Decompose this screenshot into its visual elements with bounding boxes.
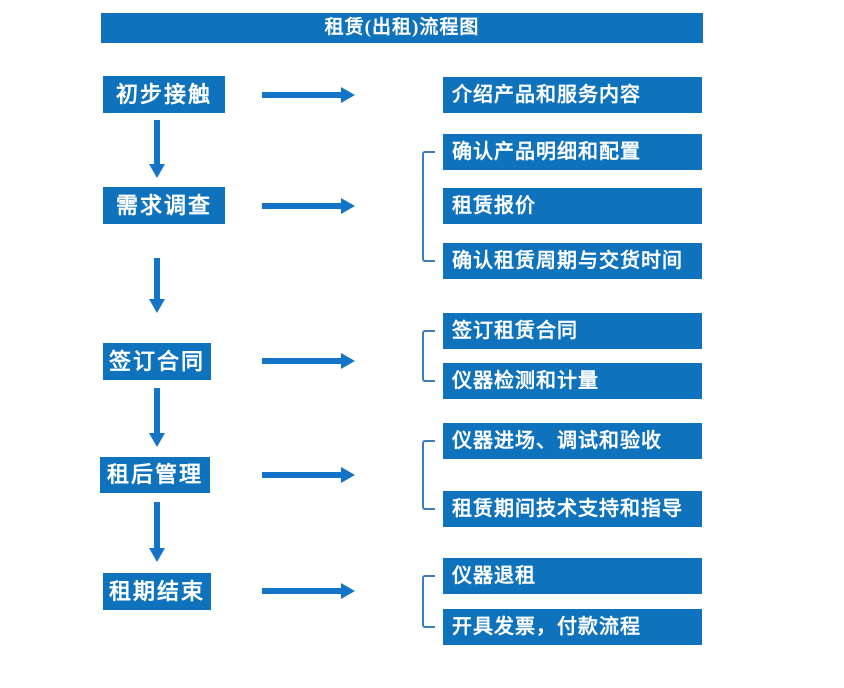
arrow-head	[341, 198, 355, 214]
arrow-shaft	[262, 92, 342, 98]
arrow-right-1	[262, 87, 356, 103]
arrow-shaft	[262, 203, 342, 209]
arrow-head	[149, 164, 165, 178]
arrow-head	[341, 353, 355, 369]
bracket-group-5	[422, 575, 435, 628]
arrow-down-2	[149, 258, 165, 313]
step-4-post-rental-management: 租后管理	[100, 457, 210, 493]
arrow-right-3	[262, 353, 356, 369]
arrow-shaft	[262, 588, 342, 594]
arrow-down-4	[149, 502, 165, 562]
detail-box: 开具发票，付款流程	[443, 609, 702, 645]
detail-box: 租赁期间技术支持和指导	[443, 491, 702, 527]
arrow-head	[149, 299, 165, 313]
arrow-head	[341, 583, 355, 599]
flowchart-title: 租赁(出租)流程图	[101, 13, 703, 43]
arrow-shaft	[154, 502, 160, 549]
arrow-shaft	[154, 120, 160, 165]
detail-box: 仪器检测和计量	[443, 363, 702, 399]
detail-box: 仪器退租	[443, 558, 702, 594]
arrow-down-1	[149, 120, 165, 178]
step-3-sign-contract: 签订合同	[103, 343, 211, 380]
bracket-group-4	[422, 440, 435, 510]
arrow-right-2	[262, 198, 356, 214]
arrow-head	[149, 433, 165, 447]
arrow-shaft	[262, 358, 342, 364]
arrow-head	[341, 87, 355, 103]
detail-box: 确认产品明细和配置	[443, 134, 702, 170]
detail-box: 签订租赁合同	[443, 313, 702, 349]
arrow-right-4	[262, 467, 356, 483]
detail-box: 确认租赁周期与交货时间	[443, 243, 702, 279]
detail-box: 仪器进场、调试和验收	[443, 423, 702, 459]
step-1-initial-contact: 初步接触	[103, 76, 225, 113]
step-2-demand-survey: 需求调查	[103, 187, 225, 224]
arrow-right-5	[262, 583, 356, 599]
step-5-rental-end: 租期结束	[103, 573, 211, 610]
arrow-down-3	[149, 388, 165, 447]
detail-box: 租赁报价	[443, 188, 702, 224]
arrow-shaft	[154, 388, 160, 434]
arrow-head	[341, 467, 355, 483]
bracket-group-3	[422, 330, 435, 382]
arrow-head	[149, 548, 165, 562]
arrow-shaft	[154, 258, 160, 300]
bracket-group-2	[422, 151, 435, 262]
arrow-shaft	[262, 472, 342, 478]
detail-box: 介绍产品和服务内容	[443, 77, 702, 113]
